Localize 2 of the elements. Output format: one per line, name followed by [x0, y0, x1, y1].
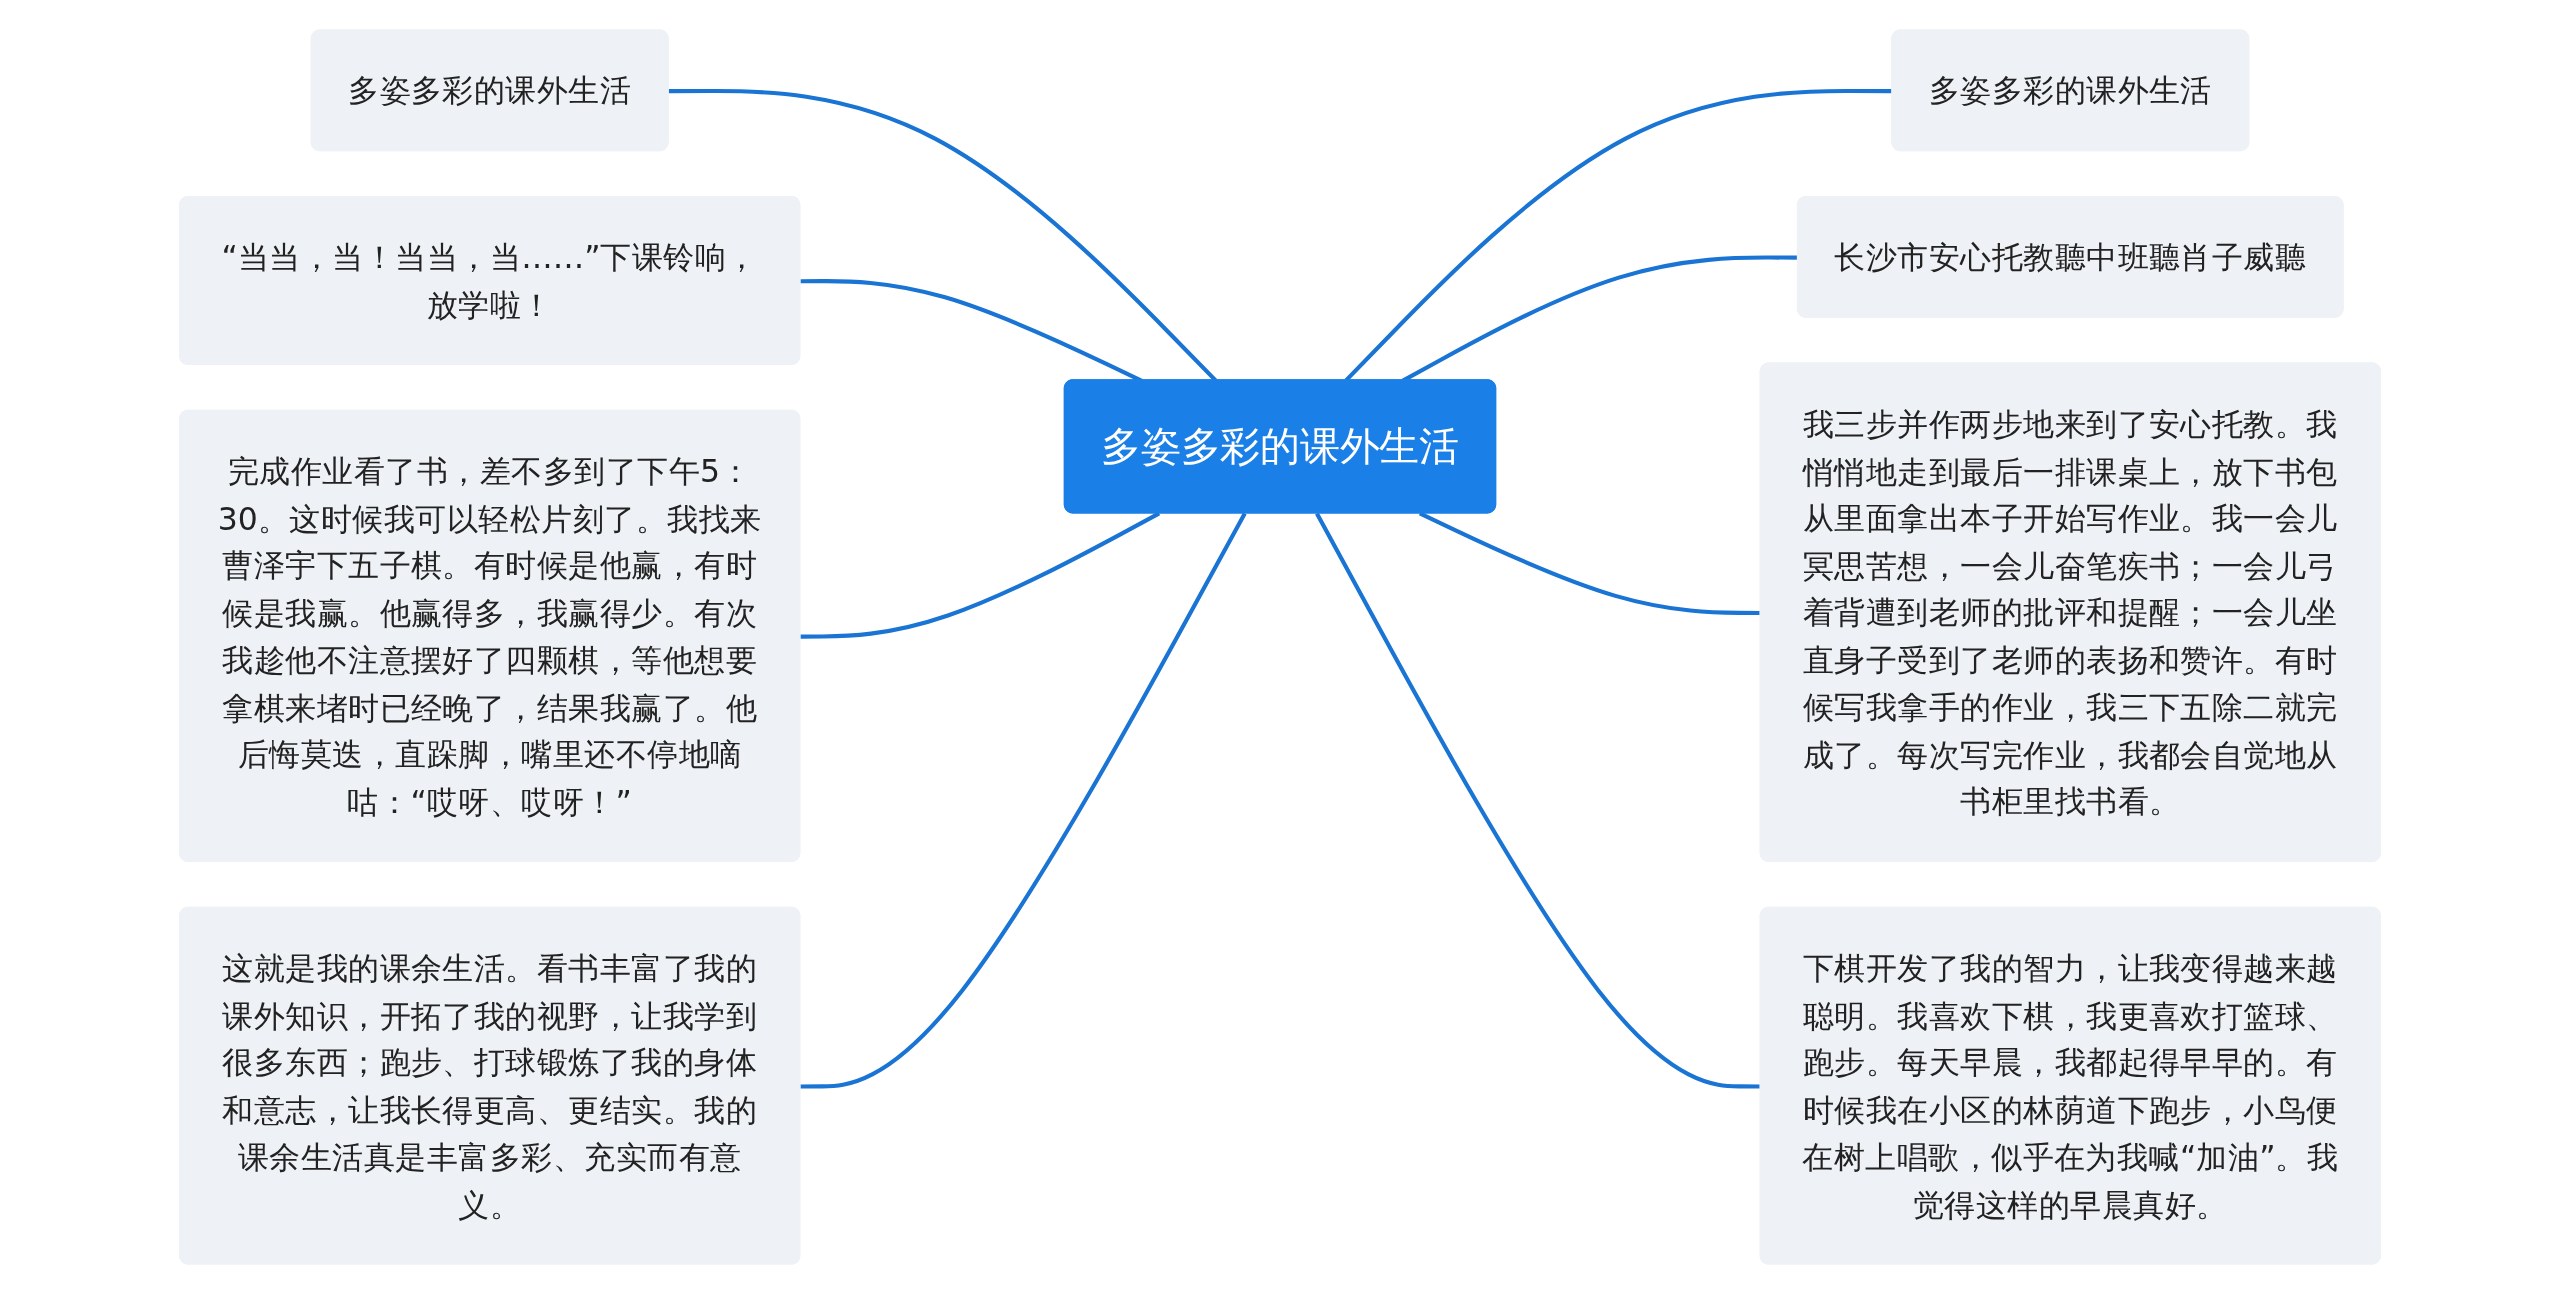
connector: [800, 511, 1161, 639]
connector: [800, 511, 1247, 1089]
